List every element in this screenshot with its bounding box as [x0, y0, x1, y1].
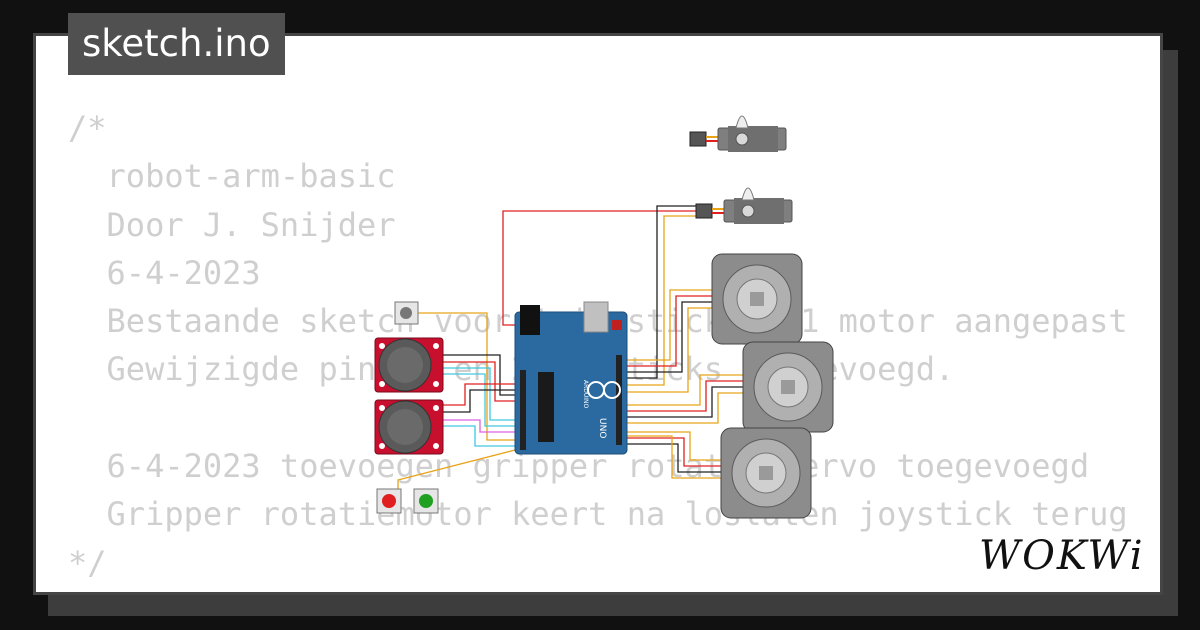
servo-motor: [695, 187, 793, 224]
wokwi-logo-text: WOKWi: [979, 533, 1145, 579]
joystick-module: [374, 399, 444, 455]
arduino-uno-board: [514, 301, 628, 455]
joystick-module: [374, 337, 444, 393]
file-name-tab[interactable]: sketch.ino: [68, 13, 285, 75]
code-line: robot-arm-basic: [68, 157, 396, 196]
code-line: Gripper rotatiemotor keert na loslaten j…: [68, 495, 1128, 534]
code-line: Door J. Snijder: [68, 205, 396, 244]
stepper-motor: [720, 427, 812, 519]
pushbutton-gray: [394, 301, 419, 325]
pushbutton-red: [376, 488, 402, 514]
code-line: */: [68, 543, 107, 582]
code-line: 6-4-2023: [68, 253, 261, 292]
board-model-label: UNO: [597, 418, 607, 438]
wokwi-logo: WOKWi: [979, 533, 1145, 579]
stepper-motor: [742, 341, 834, 433]
stepper-motor: [711, 253, 803, 345]
board-brand-label: ARDUINO: [582, 380, 589, 409]
pushbutton-green: [413, 488, 439, 514]
code-line: /*: [68, 109, 107, 147]
servo-motor: [689, 115, 787, 152]
